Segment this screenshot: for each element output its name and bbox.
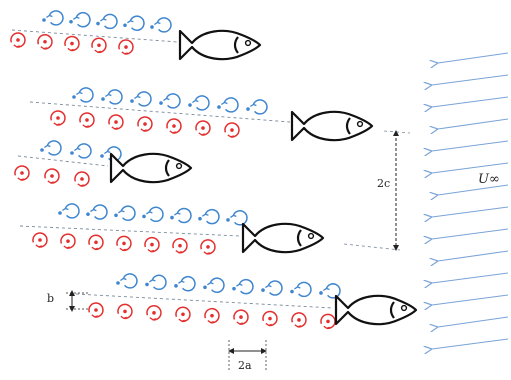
clockwise-vortex — [195, 120, 211, 136]
clockwise-vortex — [44, 168, 60, 184]
clockwise-vortex — [118, 39, 134, 55]
counterclockwise-vortex — [170, 207, 192, 224]
clockwise-vortex — [116, 235, 132, 252]
clockwise-vortex — [137, 116, 153, 132]
clockwise-vortex — [88, 302, 104, 318]
counterclockwise-vortex — [226, 210, 248, 226]
counterclockwise-vortex — [114, 205, 136, 221]
counterclockwise-vortex — [174, 275, 196, 292]
flow-arrow — [438, 316, 509, 327]
flow-arrow — [432, 272, 509, 283]
counterclockwise-vortex — [319, 283, 341, 299]
clockwise-vortex — [88, 234, 104, 250]
counterclockwise-vortex — [142, 206, 164, 223]
clockwise-vortex — [32, 232, 48, 248]
clockwise-vortex — [10, 32, 26, 48]
fish-icon — [241, 222, 325, 254]
flow-arrow — [438, 250, 509, 261]
counterclockwise-vortex — [101, 89, 123, 105]
clockwise-vortex — [146, 305, 162, 321]
counterclockwise-vortex — [246, 99, 268, 115]
clockwise-vortex — [262, 310, 278, 327]
counterclockwise-vortex — [58, 203, 80, 219]
counterclockwise-vortex — [159, 93, 181, 109]
clockwise-vortex — [172, 237, 188, 254]
counterclockwise-vortex — [40, 140, 62, 156]
freestream-flow-arrows — [432, 52, 509, 349]
counterclockwise-vortex — [72, 87, 94, 103]
clockwise-vortex — [37, 34, 53, 50]
counterclockwise-vortex — [86, 204, 108, 220]
counterclockwise-vortex — [42, 10, 64, 26]
counterclockwise-vortex — [290, 281, 312, 298]
counterclockwise-vortex — [96, 13, 118, 30]
clockwise-vortex — [320, 313, 336, 330]
flow-arrow — [432, 228, 509, 239]
fish-icon — [334, 294, 418, 326]
counterclockwise-vortex — [150, 17, 172, 33]
flow-arrow — [432, 162, 509, 173]
spacing-2a-dimension: 2a — [228, 340, 267, 372]
counterclockwise-vortex — [145, 274, 167, 291]
clockwise-vortex — [233, 309, 249, 325]
flow-arrow — [432, 74, 509, 85]
counterclockwise-vortex — [70, 143, 92, 159]
flow-arrow — [438, 52, 509, 63]
clockwise-vortex — [200, 239, 216, 255]
spacing-2a-label: 2a — [238, 359, 252, 372]
spacing-2c-dimension: 2c — [377, 130, 399, 251]
guide-line — [383, 130, 411, 134]
clockwise-vortex — [79, 112, 95, 128]
wake-centerline — [17, 155, 109, 167]
clockwise-vortex — [175, 306, 191, 322]
spacing-2c-label: 2c — [377, 177, 390, 190]
clockwise-vortex — [291, 312, 307, 328]
counterclockwise-vortex — [188, 95, 210, 111]
clockwise-vortex — [204, 307, 220, 324]
guide-line — [343, 243, 401, 251]
counterclockwise-vortex — [116, 273, 138, 289]
wake-centerline — [75, 293, 334, 309]
flow-arrow — [432, 338, 509, 349]
clockwise-vortex — [144, 236, 160, 253]
counterclockwise-vortex — [130, 91, 152, 107]
clockwise-vortex — [50, 110, 66, 126]
flow-arrow — [438, 118, 509, 129]
clockwise-vortex — [74, 171, 90, 187]
vortex-street — [10, 10, 341, 330]
counterclockwise-vortex — [198, 208, 220, 225]
counterclockwise-vortex — [123, 15, 145, 31]
clockwise-vortex — [117, 303, 133, 320]
counterclockwise-vortex — [217, 97, 239, 113]
wake-centerline — [29, 101, 291, 123]
counterclockwise-vortex — [232, 278, 254, 295]
flow-arrow — [432, 294, 509, 305]
fish-icon — [178, 29, 262, 61]
flow-arrow — [438, 184, 509, 195]
counterclockwise-vortex — [69, 11, 91, 28]
clockwise-vortex — [14, 165, 30, 181]
clockwise-vortex — [224, 122, 240, 138]
counterclockwise-vortex — [261, 280, 283, 296]
wake-centerlines — [11, 29, 411, 309]
fish-icon — [109, 152, 193, 184]
freestream-velocity-label: U∞ — [478, 172, 500, 187]
counterclockwise-vortex — [203, 277, 225, 293]
fish-icon — [290, 110, 374, 142]
fish-school — [109, 29, 418, 326]
flow-arrow — [432, 140, 509, 151]
wake-centerline — [11, 29, 179, 43]
clockwise-vortex — [91, 37, 107, 53]
clockwise-vortex — [60, 233, 76, 249]
clockwise-vortex — [108, 114, 124, 130]
flow-arrow — [432, 96, 509, 107]
spacing-b-label: b — [47, 292, 54, 305]
wake-centerline — [19, 225, 241, 237]
flow-arrow — [432, 206, 509, 217]
spacing-b-dimension: b — [47, 290, 88, 312]
clockwise-vortex — [166, 118, 182, 134]
clockwise-vortex — [64, 35, 80, 52]
